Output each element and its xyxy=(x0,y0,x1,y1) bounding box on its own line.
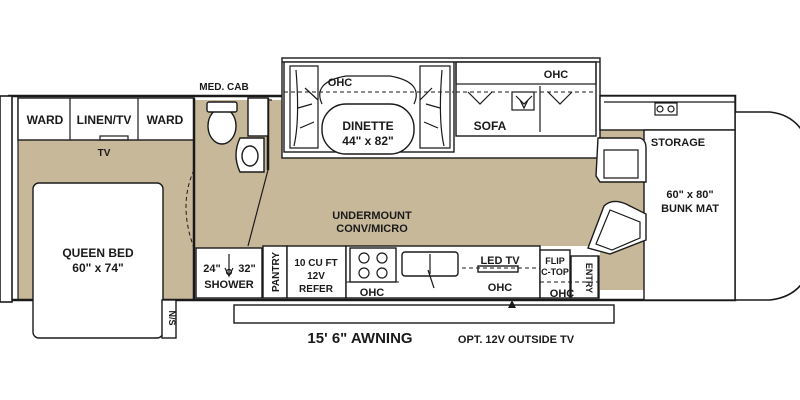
stove-ohc-label: OHC xyxy=(360,287,385,299)
tv-mount xyxy=(99,135,129,141)
burner-icon xyxy=(667,105,675,113)
queen-bed-label: QUEEN BED xyxy=(62,246,134,260)
undermount-label-2: CONV/MICRO xyxy=(336,223,408,235)
led-tv-icon xyxy=(477,265,519,273)
cooktop-box xyxy=(654,102,678,116)
nightstand xyxy=(161,299,177,339)
entry-step xyxy=(570,255,600,299)
med-cab-label: MED. CAB xyxy=(199,82,248,93)
dinette-size: 44" x 82" xyxy=(342,134,393,148)
awning-bar xyxy=(233,304,615,324)
pantry-label: PANTRY xyxy=(271,252,282,292)
led-tv-label: LED TV xyxy=(480,255,520,267)
bunk-area xyxy=(643,129,736,301)
bunk-label: BUNK MAT xyxy=(661,203,719,215)
seat-folds xyxy=(297,87,441,129)
flip-label-2: C-TOP xyxy=(541,267,569,277)
refer-label-2: 12V xyxy=(307,271,325,282)
sofa xyxy=(455,61,597,137)
shower-drain-icon xyxy=(225,268,233,276)
cab-aisle-floor xyxy=(600,100,644,290)
passenger-seat xyxy=(595,137,647,183)
nightstand-label: N/S xyxy=(167,310,177,325)
linen-tv-label: LINEN/TV xyxy=(77,113,132,127)
bath-sink-icon xyxy=(241,145,259,167)
med-cab-box xyxy=(247,97,269,137)
dinette-ohc-label: OHC xyxy=(328,77,353,89)
bath-door-swing xyxy=(185,169,195,249)
dinette-label: DINETTE xyxy=(342,119,393,133)
entry-ohc-label: OHC xyxy=(550,288,575,300)
outside-tv-label: OPT. 12V OUTSIDE TV xyxy=(458,334,575,346)
bench-curve xyxy=(439,69,445,147)
ward-right-label: WARD xyxy=(147,113,184,127)
burner-icon xyxy=(376,252,388,264)
burner-icon xyxy=(656,105,664,113)
tv-ohc-label: OHC xyxy=(488,282,513,294)
bath-door xyxy=(247,169,269,247)
shower-label: SHOWER xyxy=(204,279,254,291)
faucet-icon xyxy=(427,269,435,289)
shower-width: 24" xyxy=(203,263,220,275)
flip-label-1: FLIP xyxy=(545,256,565,266)
driver-seat-cushion xyxy=(595,209,641,251)
driver-seat xyxy=(587,200,647,255)
stove xyxy=(349,247,397,283)
cupholder-icon xyxy=(515,95,533,110)
passenger-seat-cushion xyxy=(603,149,639,179)
storage-cabinet xyxy=(599,95,736,131)
dinette-table xyxy=(321,103,415,155)
sofa-back xyxy=(455,61,597,85)
bench-curve xyxy=(293,69,299,147)
refrigerator xyxy=(286,245,347,299)
burner-icon xyxy=(358,252,370,264)
sofa-recliner-marks xyxy=(467,91,573,105)
burner-icon xyxy=(358,267,370,279)
toilet-tank xyxy=(206,101,238,113)
toilet-icon xyxy=(207,107,237,145)
undermount-label-1: UNDERMOUNT xyxy=(332,210,412,222)
ward-left-label: WARD xyxy=(27,113,64,127)
cab-hood xyxy=(734,111,800,301)
rear-bumper xyxy=(0,95,13,303)
shower-depth: 32" xyxy=(238,263,255,275)
flip-counter xyxy=(539,249,571,299)
sofa-ohc-label: OHC xyxy=(544,69,569,81)
dinette-bench-left xyxy=(289,65,319,149)
entry-label: ENTRY xyxy=(584,263,594,293)
dinette-bench-right xyxy=(419,65,451,149)
queen-bed xyxy=(32,182,164,339)
outside-tv-marker xyxy=(508,300,516,308)
awning-label: 15' 6" AWNING xyxy=(307,330,412,347)
queen-bed-size: 60" x 74" xyxy=(72,261,123,275)
bunk-size: 60" x 80" xyxy=(666,189,713,201)
sofa-label: SOFA xyxy=(474,119,507,133)
tv-label: TV xyxy=(98,148,111,159)
burner-icon xyxy=(376,267,388,279)
storage-label: STORAGE xyxy=(651,137,705,149)
sofa-console xyxy=(511,91,535,111)
refer-label-3: REFER xyxy=(299,284,334,295)
refer-label-1: 10 CU FT xyxy=(294,258,337,269)
